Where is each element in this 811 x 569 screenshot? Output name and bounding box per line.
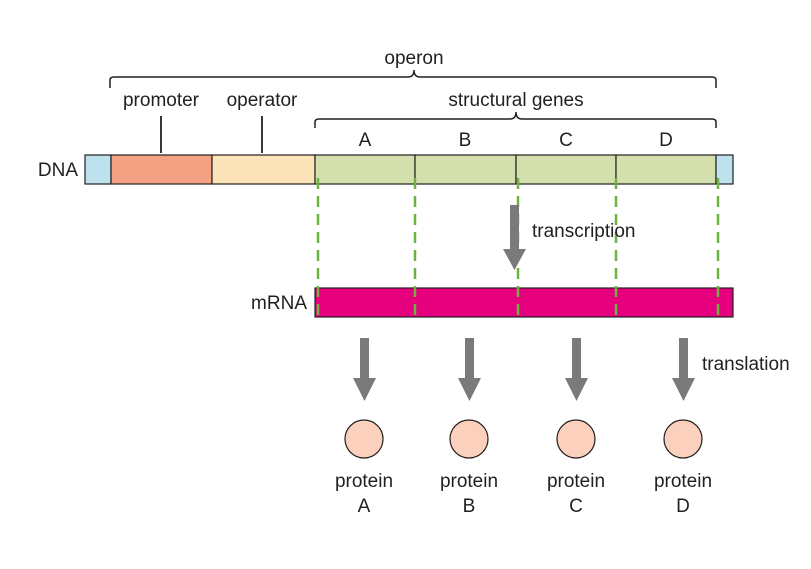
promoter-label: promoter (123, 90, 200, 111)
structural-genes-bracket (314, 111, 717, 128)
gene-label-d: D (659, 130, 673, 151)
translation-arrow-icon (458, 338, 481, 401)
protein-c: protein C (547, 419, 605, 517)
gene-label-b: B (459, 130, 472, 151)
transcription-label: transcription (532, 221, 636, 242)
structural-genes-label: structural genes (448, 90, 583, 111)
protein-circle (663, 419, 703, 459)
dna-left-cap (84, 154, 112, 185)
protein-circle (556, 419, 596, 459)
gene-segment-d (615, 154, 717, 185)
translation-arrow-icon (353, 338, 376, 401)
protein-label: protein (335, 471, 393, 492)
gene-segment-a (314, 154, 416, 185)
protein-a: protein A (335, 419, 393, 517)
protein-label: protein (547, 471, 605, 492)
protein-circle (344, 419, 384, 459)
gene-segment-c (515, 154, 617, 185)
translation-label: translation (702, 354, 790, 375)
protein-circle (449, 419, 489, 459)
protein-letter: D (676, 496, 690, 517)
gene-segment-b (414, 154, 517, 185)
operator-segment (211, 154, 316, 185)
promoter-segment (110, 154, 213, 185)
dna-label: DNA (38, 160, 78, 181)
protein-letter: B (463, 496, 476, 517)
mrna-label: mRNA (251, 293, 307, 314)
gene-label-a: A (359, 130, 372, 151)
protein-label: protein (440, 471, 498, 492)
dna-right-cap (715, 154, 734, 185)
operator-label: operator (227, 90, 298, 111)
translation-arrow-icon (565, 338, 588, 401)
protein-label: protein (654, 471, 712, 492)
protein-letter: A (358, 496, 371, 517)
translation-arrow-icon (672, 338, 695, 401)
protein-d: protein D (654, 419, 712, 517)
protein-letter: C (569, 496, 583, 517)
dna-strand (84, 154, 734, 185)
operon-bracket (109, 69, 717, 88)
operon-label: operon (384, 48, 443, 69)
gene-boundary-lines (316, 178, 720, 318)
mrna-strand (314, 287, 734, 318)
gene-label-c: C (559, 130, 573, 151)
transcription-arrow-icon (503, 205, 526, 270)
protein-b: protein B (440, 419, 498, 517)
